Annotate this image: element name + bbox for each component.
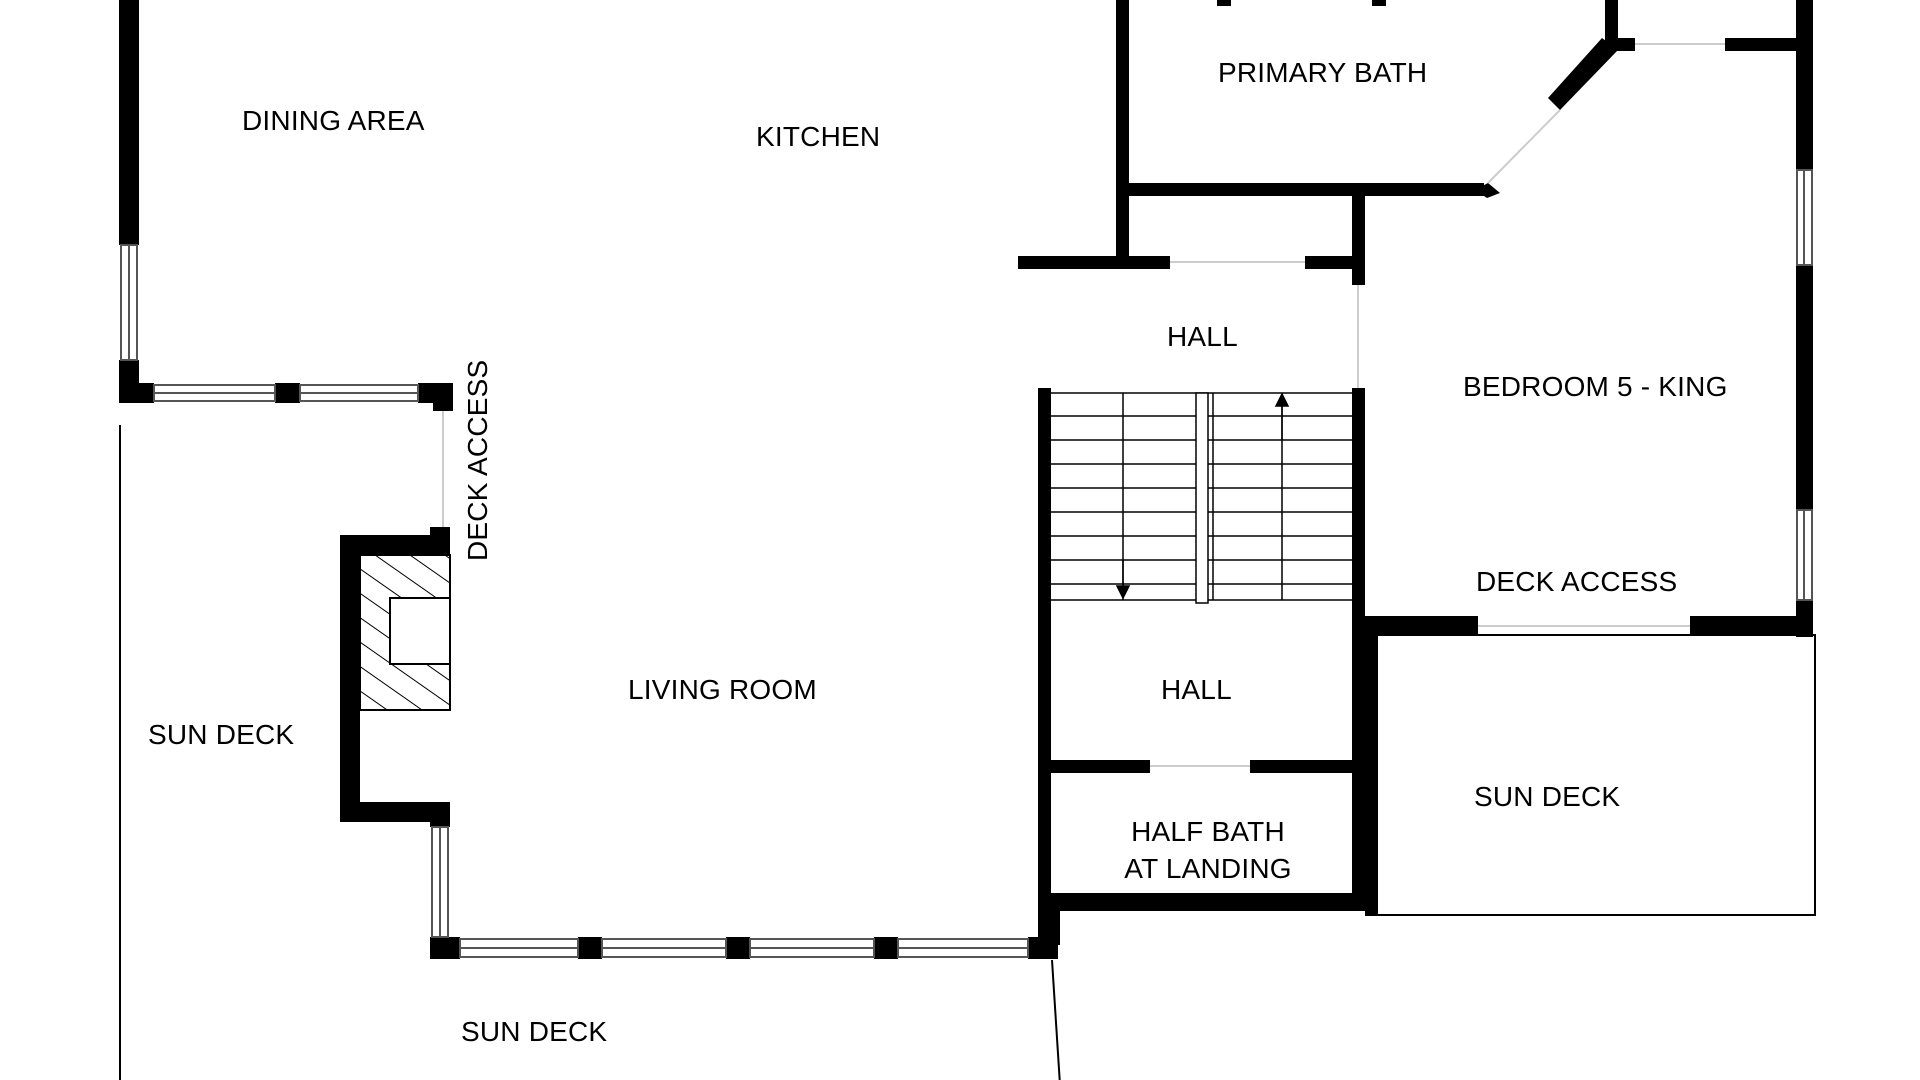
half-bath-line-2: AT LANDING — [1124, 853, 1292, 884]
windows — [120, 169, 1813, 958]
room-label-hall-upper: HALL — [1167, 321, 1238, 352]
fireplace — [359, 554, 451, 711]
room-label-deck-access-left: DECK ACCESS — [462, 359, 493, 561]
room-label-deck-access-right: DECK ACCESS — [1476, 566, 1678, 597]
room-label-dining-area: DINING AREA — [242, 105, 425, 136]
stair-arrows — [1115, 392, 1290, 600]
room-label-sun-deck-bottom: SUN DECK — [461, 1016, 608, 1047]
half-bath-line-1: HALF BATH — [1131, 816, 1285, 847]
room-label-sun-deck-right: SUN DECK — [1474, 781, 1621, 812]
room-label-bedroom-5: BEDROOM 5 - KING — [1463, 371, 1728, 402]
room-label-primary-bath: PRIMARY BATH — [1218, 57, 1428, 88]
room-label-living-room: LIVING ROOM — [628, 674, 817, 705]
room-label-sun-deck-left: SUN DECK — [148, 719, 295, 750]
sun-deck-outline — [119, 425, 1816, 1080]
room-label-hall-lower: HALL — [1161, 674, 1232, 705]
room-label-half-bath: HALF BATH AT LANDING — [1124, 813, 1291, 887]
walls — [119, 0, 1813, 959]
door-openings — [442, 43, 1725, 767]
staircase — [1051, 392, 1352, 604]
room-label-kitchen: KITCHEN — [756, 121, 881, 152]
